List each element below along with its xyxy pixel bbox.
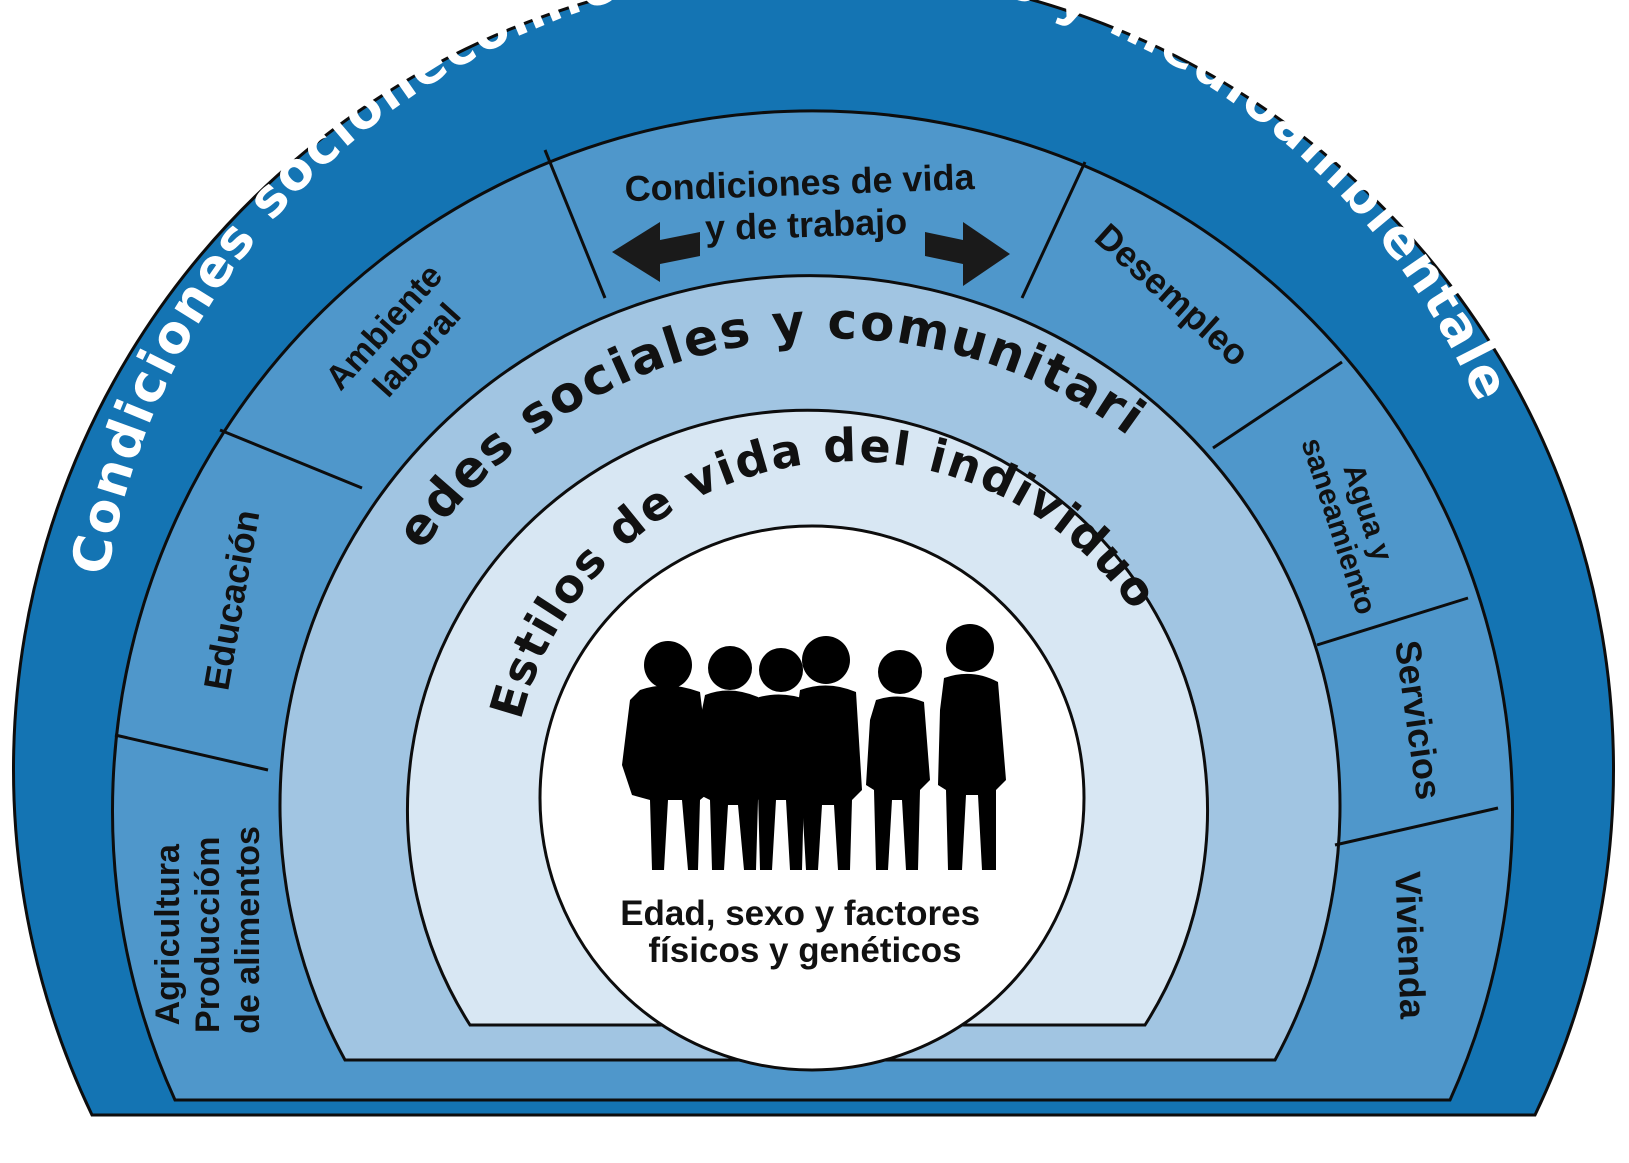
divider	[1316, 596, 1469, 647]
divider	[114, 733, 269, 772]
sector-agricultura-line: Agricultura	[149, 843, 187, 1025]
divider	[1212, 360, 1343, 450]
divider	[1334, 806, 1499, 847]
core-text: Edad, sexo y factores físicos y genético…	[620, 894, 990, 970]
sector-dividers	[114, 149, 1499, 847]
sector-agricultura-line: de alimentos	[229, 826, 267, 1034]
people-silhouette-icon	[622, 624, 1006, 870]
sector-vivienda: Vivienda	[1387, 871, 1433, 1021]
sector-vivienda-line: Vivienda	[1387, 871, 1433, 1021]
sector-condiciones-line: y de trabajo	[704, 200, 907, 248]
core-text-line: Edad, sexo y factores	[620, 894, 980, 933]
sector-agricultura-line: Produccióm	[189, 836, 227, 1032]
divider	[543, 149, 607, 299]
arrow-left-icon	[612, 222, 700, 282]
divider	[1020, 161, 1087, 299]
core-text-line: físicos y genéticos	[648, 931, 961, 970]
sector-agricultura: Agricultura Produccióm de alimentos	[149, 826, 267, 1034]
divider	[219, 428, 363, 490]
arrow-right-icon	[925, 222, 1010, 286]
